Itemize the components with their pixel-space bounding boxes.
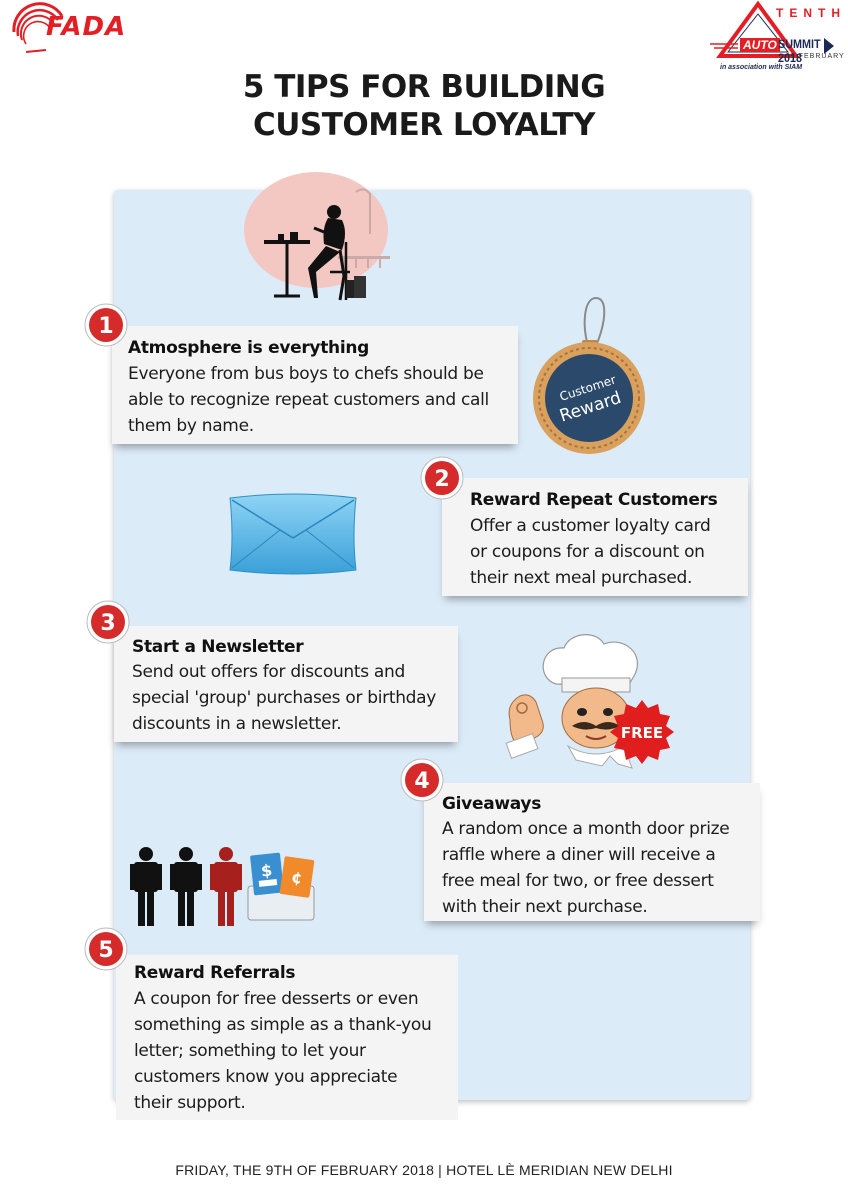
tip-5-line-2: something as simple as a thank-you <box>134 1015 432 1035</box>
badge-2-number: 2 <box>434 467 449 492</box>
free-seal-icon: FREE <box>610 700 674 764</box>
number-circle-icon: 2 <box>420 456 464 500</box>
tip-3-body: Send out offers for discounts and specia… <box>132 659 458 737</box>
tip-1-line-1: Everyone from bus boys to chefs should b… <box>128 364 484 384</box>
tip-3-line-3: discounts in a newsletter. <box>132 714 342 734</box>
tip-1-line-3: them by name. <box>128 416 254 436</box>
tip-4-title: Giveaways <box>442 794 542 814</box>
badge-3-number: 3 <box>100 611 115 636</box>
tip-number-badge-4: 4 <box>400 758 444 802</box>
badge-5-number: 5 <box>98 938 113 963</box>
tip-4-line-2: raffle where a diner will receive a <box>442 845 716 865</box>
page-title: 5 TIPS FOR BUILDING CUSTOMER LOYALTY <box>0 68 848 144</box>
summit-association-text: in association with SIAM <box>720 64 803 71</box>
tip-4-body: A random once a month door prize raffle … <box>442 816 760 920</box>
tip-4-line-4: with their next purchase. <box>442 897 648 917</box>
tip-2-line-1: Offer a customer loyalty card <box>470 516 711 536</box>
number-circle-icon: 3 <box>86 600 130 644</box>
tip-number-badge-2: 2 <box>420 456 464 500</box>
cafe-woman-icon <box>244 172 390 301</box>
tip-3-title: Start a Newsletter <box>132 637 304 657</box>
tip-3-line-1: Send out offers for discounts and <box>132 662 405 682</box>
summit-auto-text: AUTO <box>740 38 780 52</box>
footer-event-info: FRIDAY, THE 9TH OF FEBRUARY 2018 | HOTEL… <box>175 1162 673 1178</box>
summit-year-text: SUMMIT 2018 <box>778 37 821 65</box>
tip-2-body: Offer a customer loyalty card or coupons… <box>470 513 748 591</box>
coupon-dollar-symbol: $ <box>260 860 273 880</box>
tip-card-1: Atmosphere is everything Everyone from b… <box>112 326 518 444</box>
fada-logo-text: FADA <box>46 12 127 42</box>
tip-number-badge-5: 5 <box>84 927 128 971</box>
number-circle-icon: 5 <box>84 927 128 971</box>
tip-card-2: Reward Repeat Customers Offer a customer… <box>442 478 748 596</box>
tip-card-4: Giveaways A random once a month door pri… <box>424 783 760 921</box>
tip-5-line-1: A coupon for free desserts or even <box>134 989 419 1009</box>
badge-4-number: 4 <box>414 769 429 794</box>
tip-4-line-1: A random once a month door prize <box>442 819 730 839</box>
tip-4-line-3: free meal for two, or free dessert <box>442 871 714 891</box>
tip-1-title: Atmosphere is everything <box>128 338 370 358</box>
referral-people-icon: $ ¢ <box>130 847 315 926</box>
tip-1-line-2: able to recognize repeat customers and c… <box>128 390 489 410</box>
tip-5-title: Reward Referrals <box>134 963 296 983</box>
fada-swoosh-icon <box>12 2 64 53</box>
coupon-icon: $ ¢ <box>247 852 315 921</box>
tip-number-badge-3: 3 <box>86 600 130 644</box>
free-seal-text: FREE <box>621 724 663 742</box>
coupon-cent-symbol: ¢ <box>290 867 304 887</box>
summit-date-text: 09 FEBRUARY <box>786 53 845 60</box>
tip-3-line-2: special 'group' purchases or birthday <box>132 688 437 708</box>
summit-tenth-text: TENTH <box>776 6 846 20</box>
chef-icon: FREE <box>505 634 674 769</box>
tip-card-5: Reward Referrals A coupon for free desse… <box>116 955 458 1120</box>
tip-2-line-2: or coupons for a discount on <box>470 542 705 562</box>
tip-5-line-3: letter; something to let your <box>134 1041 366 1061</box>
number-circle-icon: 4 <box>400 758 444 802</box>
tip-number-badge-1: 1 <box>84 303 128 347</box>
tip-5-line-4: customers know you appreciate <box>134 1067 398 1087</box>
reward-tag-icon: Customer Reward <box>533 296 645 454</box>
tip-5-body: A coupon for free desserts or even somet… <box>134 986 458 1116</box>
tip-card-3: Start a Newsletter Send out offers for d… <box>114 626 458 742</box>
title-line-2: CUSTOMER LOYALTY <box>252 107 596 143</box>
tip-1-body: Everyone from bus boys to chefs should b… <box>128 361 520 439</box>
tip-5-line-5: their support. <box>134 1093 246 1113</box>
tip-2-title: Reward Repeat Customers <box>470 490 718 510</box>
number-circle-icon: 1 <box>84 303 128 347</box>
tip-2-line-3: their next meal purchased. <box>470 568 693 588</box>
badge-1-number: 1 <box>98 314 113 339</box>
title-line-1: 5 TIPS FOR BUILDING <box>242 69 606 105</box>
envelope-icon <box>229 493 357 575</box>
